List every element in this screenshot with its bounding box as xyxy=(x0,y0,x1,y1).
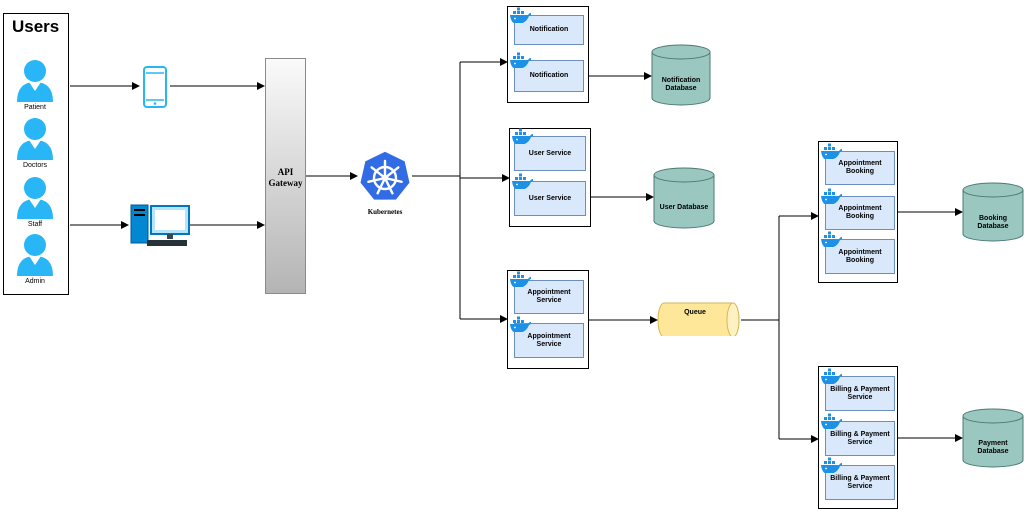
users-panel: Users xyxy=(3,13,69,295)
desktop-computer-icon xyxy=(130,204,190,246)
docker-icon xyxy=(510,316,531,332)
notification-service-1: Notification xyxy=(514,15,584,45)
notification-database xyxy=(651,44,711,106)
users-title: Users xyxy=(12,17,60,36)
kubernetes-helm-icon xyxy=(358,150,412,202)
person-icon xyxy=(17,118,53,160)
docker-icon xyxy=(510,271,531,287)
booking-database xyxy=(962,182,1024,242)
user-role-label: Admin xyxy=(25,278,45,285)
docker-icon xyxy=(821,368,842,384)
docker-icon xyxy=(512,173,533,189)
user-role-label: Staff xyxy=(27,221,43,228)
docker-icon xyxy=(510,7,531,23)
message-queue xyxy=(657,302,740,336)
appointment-service-1: Appointment Service xyxy=(514,280,584,314)
payment-database xyxy=(962,408,1024,468)
queue-label: Queue xyxy=(684,309,706,316)
docker-icon xyxy=(821,188,842,204)
user-role-label: Patient xyxy=(24,104,46,111)
docker-icon xyxy=(510,52,531,68)
person-icon xyxy=(17,234,53,276)
billing-service-1: Billing & Payment Service xyxy=(825,376,895,411)
user-role-label: Doctors xyxy=(22,162,48,169)
booking-database-label: Booking Database xyxy=(977,215,1009,230)
mobile-phone-icon xyxy=(143,66,167,108)
person-icon xyxy=(17,177,53,219)
api-gateway: API Gateway xyxy=(265,58,306,294)
docker-icon xyxy=(821,143,842,159)
user-database-label: User Database xyxy=(659,204,709,211)
api-gateway-label: API Gateway xyxy=(268,167,303,188)
docker-icon xyxy=(512,128,533,144)
user-database xyxy=(653,167,715,229)
docker-icon xyxy=(821,231,842,247)
payment-database-label: Payment Database xyxy=(977,440,1009,455)
person-icon xyxy=(17,60,53,102)
notification-database-label: Notification Database xyxy=(661,77,701,92)
kubernetes-label: Kubernetes xyxy=(367,208,403,216)
docker-icon xyxy=(821,457,842,473)
docker-icon xyxy=(821,413,842,429)
